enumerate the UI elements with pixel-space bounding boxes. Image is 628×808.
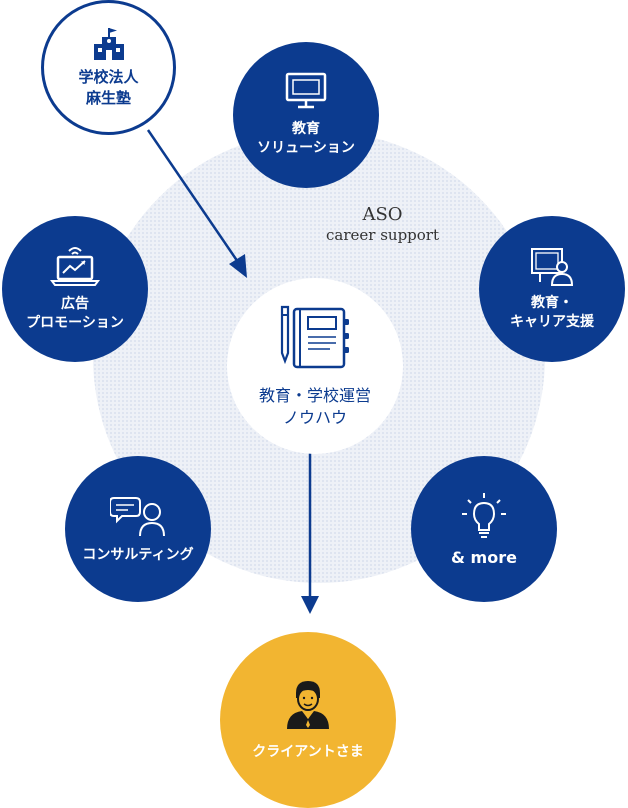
school-node-label: 学校法人 麻生塾 xyxy=(78,67,139,107)
notebook-pen-icon xyxy=(280,305,349,369)
school-building-icon xyxy=(93,27,124,60)
aso-brand-line1: ASO xyxy=(362,204,403,225)
ad-promotion-label: 広告 プロモーション xyxy=(26,296,124,331)
center-node: 教育・学校運営 ノウハウ xyxy=(227,278,403,454)
arrowhead-school-to-center xyxy=(229,254,247,278)
arrowhead-center-to-client xyxy=(301,596,319,614)
client-label: クライアントさま xyxy=(252,743,364,760)
education-career-node: 教育・ キャリア支援 xyxy=(479,216,625,362)
speech-bubble-person-icon xyxy=(110,496,165,536)
client-node: クライアントさま xyxy=(220,632,396,808)
businessman-icon xyxy=(287,680,329,729)
ad-promotion-node: 広告 プロモーション xyxy=(2,216,148,362)
arrow-school-to-center xyxy=(146,129,242,266)
aso-brand-line2: career support xyxy=(326,226,439,244)
light-bulb-icon xyxy=(462,492,506,538)
laptop-chart-icon xyxy=(50,247,100,286)
school-node: 学校法人 麻生塾 xyxy=(41,0,176,135)
more-node: & more xyxy=(411,456,557,602)
education-career-label: 教育・ キャリア支援 xyxy=(510,295,594,330)
monitor-icon xyxy=(285,72,327,109)
more-label: & more xyxy=(451,547,517,567)
education-solution-node: 教育 ソリューション xyxy=(233,42,379,188)
aso-brand-label: ASO career support xyxy=(300,205,465,245)
center-label: 教育・学校運営 ノウハウ xyxy=(258,386,371,427)
education-solution-label: 教育 ソリューション xyxy=(257,121,355,156)
consulting-node: コンサルティング xyxy=(65,456,211,602)
presenter-screen-icon xyxy=(531,248,574,286)
consulting-label: コンサルティング xyxy=(82,546,194,563)
